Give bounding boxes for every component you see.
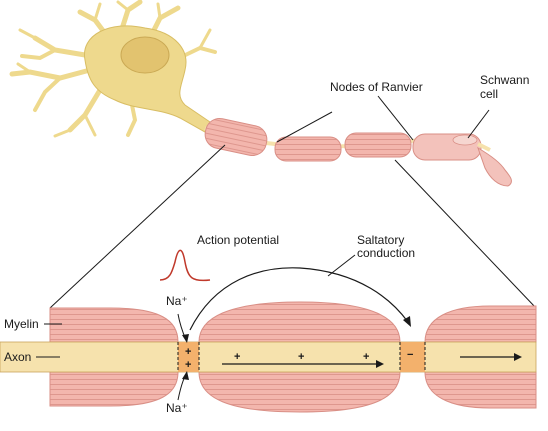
axon-plus-3: +	[363, 351, 369, 363]
sodium-influx-arrows	[177, 313, 189, 401]
zoom-line-right	[394, 159, 537, 309]
axon-core	[0, 341, 537, 373]
zoom-line-left	[49, 144, 226, 309]
axon-terminal	[477, 146, 512, 187]
sodium-top-label: Na⁺	[166, 294, 188, 308]
action-potential-label: Action potential	[197, 233, 279, 247]
myelin-sheath-middle	[198, 301, 401, 413]
node-plus-top: +	[185, 346, 191, 358]
node-of-ranvier-next	[400, 342, 425, 372]
axon-plus-2: +	[298, 351, 304, 363]
schwann-pointer	[467, 109, 490, 139]
current-flow-arrows	[222, 353, 522, 368]
nodes-of-ranvier-label: Nodes of Ranvier	[330, 80, 423, 94]
schwann-label-1: Schwann	[480, 73, 529, 87]
axon-label: Axon	[4, 350, 31, 364]
saltatory-arrow-icon	[189, 267, 409, 331]
node-plus-bottom: +	[185, 359, 191, 371]
nodes-pointer-1	[276, 111, 333, 143]
myelin-label: Myelin	[4, 317, 39, 331]
saltatory-label-2: conduction	[357, 246, 415, 260]
upper-myelin-segments	[204, 117, 482, 162]
node-of-ranvier-active	[178, 342, 199, 372]
myelin-sheath-left	[49, 307, 179, 407]
axon-plus-1: +	[234, 351, 240, 363]
sodium-bottom-label: Na⁺	[166, 401, 188, 415]
node-minus: −	[407, 349, 413, 361]
neuron-dendrites	[9, 0, 217, 138]
action-potential-curve-icon	[159, 249, 211, 282]
neuron-cell-body	[84, 25, 211, 133]
schwann-label-2: cell	[480, 87, 498, 101]
nodes-pointer-2	[377, 95, 414, 141]
saltatory-arrowhead	[403, 316, 411, 327]
myelin-sheath-right	[424, 305, 537, 409]
cell-nucleus	[120, 36, 170, 74]
saltatory-label-1: Saltatory	[357, 233, 404, 247]
